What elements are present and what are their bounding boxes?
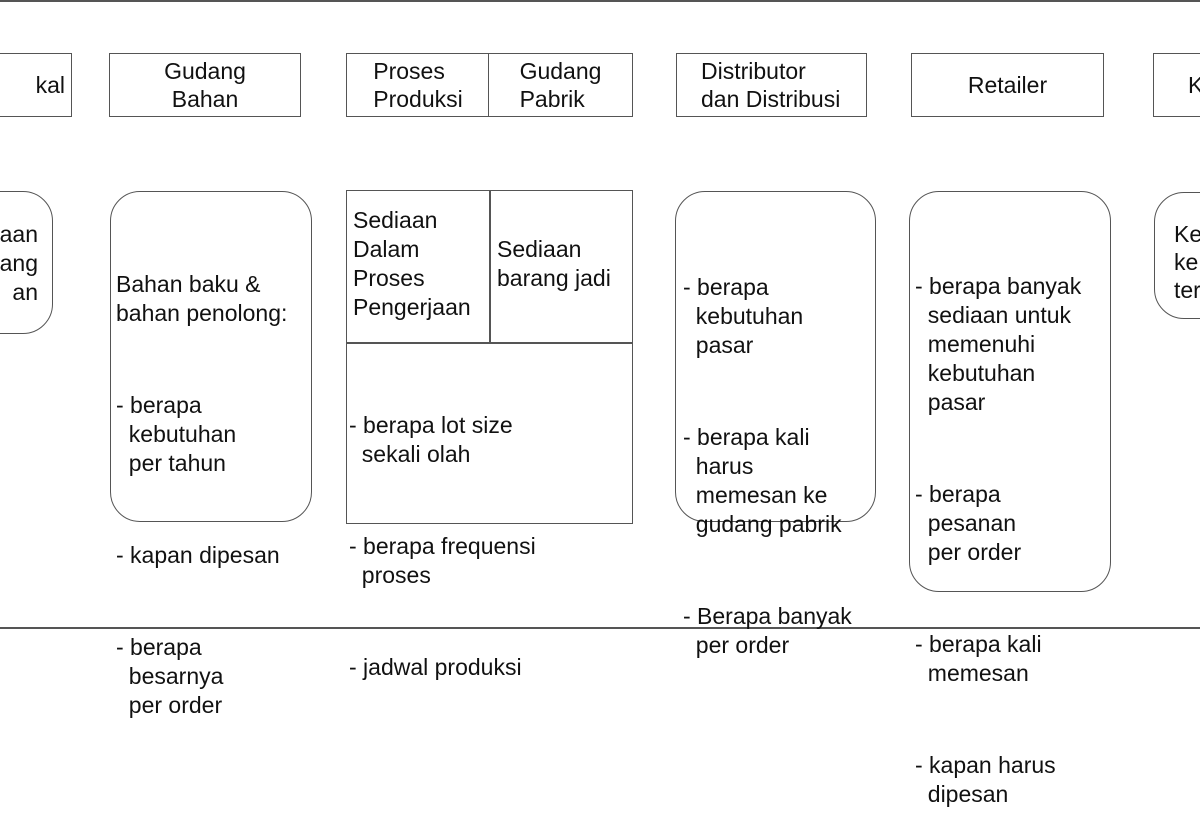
- header-proses-produksi-label: Proses Produksi: [373, 58, 463, 112]
- sediaan-barang-jadi: Sediaan barang jadi: [497, 236, 611, 291]
- detail-box-retailer-text: - berapa banyak sediaan untuk memenuhi k…: [915, 209, 1081, 838]
- header-proses-produksi: Proses Produksi: [346, 53, 490, 117]
- produksi-item: - berapa lot size sekali olah: [349, 412, 513, 467]
- header-stage-1-label: kal: [35, 72, 65, 98]
- produksi-item: - berapa frequensi proses: [349, 533, 536, 588]
- header-retailer: Retailer: [911, 53, 1104, 117]
- produksi-item: - jadwal produksi: [349, 654, 522, 680]
- retailer-item: - berapa pesanan per order: [915, 481, 1022, 565]
- header-distributor: Distributor dan Distribusi: [676, 53, 867, 117]
- retailer-item: - berapa kali memesan: [915, 631, 1042, 686]
- detail-box-1: [0, 191, 53, 334]
- top-border: [0, 0, 1200, 2]
- detail-box-gudang-bahan-text: Bahan baku & bahan penolong: - berapa ke…: [116, 212, 287, 749]
- detail-box-gudang-bahan: [110, 191, 312, 522]
- header-stage-6: K: [1153, 53, 1200, 117]
- detail-box-distributor: [675, 191, 876, 522]
- bahan-item: - kapan dipesan: [116, 542, 280, 568]
- header-stage-1: kal: [0, 53, 72, 117]
- retailer-item: - kapan harus dipesan: [915, 752, 1056, 807]
- bahan-item: - berapa besarnya per order: [116, 634, 224, 718]
- detail-box-retailer: [909, 191, 1111, 592]
- header-stage-6-label: K: [1188, 72, 1200, 98]
- distributor-item: - berapa kebutuhan pasar: [683, 274, 804, 358]
- detail-box-produksi-text: - berapa lot size sekali olah - berapa f…: [349, 348, 536, 711]
- bottom-border: [0, 627, 1200, 629]
- header-distributor-label: Distributor dan Distribusi: [701, 58, 841, 112]
- detail-box-1-text: aan ang an: [0, 221, 38, 305]
- detail-box-6: [1154, 192, 1200, 319]
- retailer-item: - berapa banyak sediaan untuk memenuhi k…: [915, 273, 1082, 415]
- bahan-item: - berapa kebutuhan per tahun: [116, 392, 237, 476]
- sediaan-dalam-proses: Sediaan Dalam Proses Pengerjaan: [353, 207, 471, 320]
- produksi-vertical-divider: [489, 190, 491, 343]
- header-gudang-bahan: Gudang Bahan: [109, 53, 301, 117]
- bahan-intro: Bahan baku & bahan penolong:: [116, 271, 288, 326]
- distributor-item: - Berapa banyak per order: [683, 603, 852, 658]
- detail-box-distributor-text: - berapa kebutuhan pasar - berapa kali h…: [683, 210, 852, 689]
- distributor-item: - berapa kali harus memesan ke gudang pa…: [683, 424, 842, 537]
- header-gudang-pabrik-label: Gudang Pabrik: [519, 58, 602, 112]
- header-gudang-bahan-label: Gudang Bahan: [164, 58, 246, 112]
- detail-box-6-text: Ke ke ter: [1174, 221, 1200, 303]
- header-retailer-label: Retailer: [967, 72, 1048, 98]
- header-gudang-pabrik: Gudang Pabrik: [488, 53, 633, 117]
- produksi-horizontal-divider: [346, 342, 633, 344]
